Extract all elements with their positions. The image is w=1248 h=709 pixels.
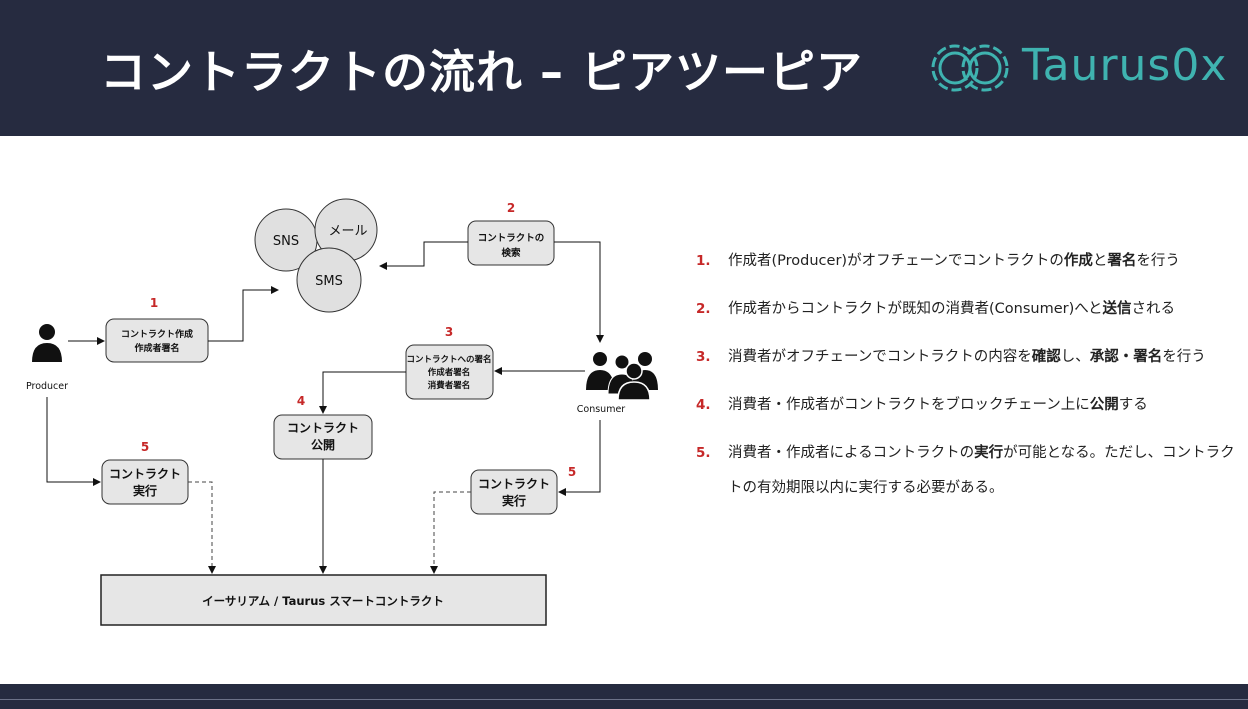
contract-flow-diagram: SNS メール SMS Producer Consumer 1 コントラクト作成…: [26, 198, 658, 626]
step-item-3-bold-1: 確認: [1031, 349, 1061, 365]
taurus0x-logo: Taurus0x: [930, 38, 1230, 98]
step-item-1-text-3: を行う: [1136, 253, 1180, 269]
step-item-3-text-3: を行う: [1162, 349, 1206, 365]
header-bar: コントラクトの流れ – ピアツーピア Taurus0x: [0, 0, 1248, 136]
step5-left-line2: 実行: [133, 483, 157, 498]
step-item-3-text: 消費者がオフチェーンでコントラクトの内容を: [728, 349, 1032, 365]
step-item-5-text: 消費者・作成者によるコントラクトの: [728, 445, 975, 461]
dashed-step5-right-to-blockchain: [430, 491, 471, 574]
step-item-1-bold-1: 作成: [1063, 253, 1093, 269]
step-item-4-number: 4.: [696, 397, 711, 413]
step-item-3: 3. 消費者がオフチェーンでコントラクトの内容を確認し、承認・署名を行う: [696, 340, 1236, 375]
step3-line3: 消費者署名: [428, 380, 471, 391]
step5-right-number: 5: [568, 465, 576, 479]
step-item-1-text-2: と: [1092, 253, 1108, 269]
step5-left-line1: コントラクト: [109, 467, 181, 481]
blockchain-label: イーサリアム / Taurus スマートコントラクト: [202, 594, 444, 608]
arrow-consumer-to-step5-right: [558, 420, 601, 496]
step-item-5-text-2: が可能となる。ただし、コントラクトの有効期限以内に実行する必要がある。: [728, 445, 1235, 496]
step-item-2-bold-1: 送信: [1102, 301, 1132, 317]
step2-line1: コントラクトの: [478, 233, 545, 244]
page-title: コントラクトの流れ – ピアツーピア: [100, 45, 864, 99]
step4-number: 4: [297, 394, 305, 408]
step-item-3-text-2: し、: [1060, 349, 1090, 365]
step4-line1: コントラクト: [287, 421, 359, 435]
producer-person-icon: [32, 324, 62, 362]
step1-number: 1: [150, 296, 158, 310]
blockchain-box: [100, 574, 547, 626]
step2-line2: 検索: [501, 247, 521, 259]
step-item-4-text: 消費者・作成者がコントラクトをブロックチェーン上に: [728, 397, 1090, 413]
step-item-4-text-2: する: [1118, 397, 1148, 413]
step5-right-line2: 実行: [502, 493, 526, 508]
dashed-step5-left-to-blockchain: [188, 481, 216, 574]
step1-box: [105, 318, 209, 363]
step5-left-number: 5: [141, 440, 149, 454]
sns-label: SNS: [273, 234, 299, 249]
footer-bar: [0, 684, 1248, 709]
mail-label: メール: [328, 224, 367, 239]
step-item-3-bold-2: 承認・署名: [1089, 349, 1163, 365]
step5-right-line1: コントラクト: [478, 477, 550, 491]
step-item-2: 2. 作成者からコントラクトが既知の消費者(Consumer)へと送信される: [696, 292, 1236, 327]
arrow-step1-to-channels: [208, 286, 279, 342]
step-item-1-number: 1.: [696, 253, 711, 269]
arrow-producer-to-step5-left: [46, 397, 101, 486]
arrow-step2-to-channels: [379, 241, 468, 270]
step1-line1: コントラクト作成: [121, 328, 193, 340]
footer-divider: [0, 699, 1248, 700]
step-item-5-bold-1: 実行: [974, 445, 1004, 461]
step3-number: 3: [445, 325, 453, 339]
step3-line2: 作成者署名: [428, 367, 471, 378]
flow-connectors: [46, 241, 604, 574]
producer-label: Producer: [26, 381, 68, 392]
dashed-connectors: [188, 481, 471, 574]
sms-label: SMS: [315, 274, 343, 289]
step-item-4: 4. 消費者・作成者がコントラクトをブロックチェーン上に公開する: [696, 388, 1236, 423]
step-item-1-text: 作成者(Producer)がオフチェーンでコントラクトの: [728, 253, 1064, 269]
step-item-4-bold-1: 公開: [1089, 397, 1119, 413]
step-item-2-number: 2.: [696, 301, 711, 317]
step-item-5-number: 5.: [696, 445, 711, 461]
step2-number: 2: [507, 201, 515, 215]
step1-line2: 作成者署名: [134, 342, 179, 354]
step-item-1: 1. 作成者(Producer)がオフチェーンでコントラクトの作成と署名を行う: [696, 244, 1236, 279]
sms-bubble: [296, 247, 362, 313]
step-item-2-text-2: される: [1131, 301, 1176, 317]
step-item-2-text: 作成者からコントラクトが既知の消費者(Consumer)へと: [728, 301, 1103, 317]
step-item-1-bold-2: 署名: [1107, 253, 1137, 269]
step-item-3-number: 3.: [696, 349, 711, 365]
logo-mark-icon: [931, 44, 1009, 92]
logo-text: Taurus0x: [1022, 40, 1228, 91]
steps-list: 1. 作成者(Producer)がオフチェーンでコントラクトの作成と署名を行う …: [696, 244, 1236, 519]
arrow-step2-to-consumer: [554, 241, 604, 343]
step3-line1: コントラクトへの署名: [406, 354, 491, 365]
consumer-label: Consumer: [577, 404, 626, 415]
step2-box: [467, 220, 555, 266]
arrow-step3-to-step4: [319, 371, 406, 414]
step-item-5: 5. 消費者・作成者によるコントラクトの実行が可能となる。ただし、コントラクトの…: [696, 436, 1236, 506]
consumer-group-icon: [586, 352, 658, 401]
messaging-channels: SNS メール SMS: [254, 198, 378, 313]
step4-line2: 公開: [311, 438, 335, 452]
